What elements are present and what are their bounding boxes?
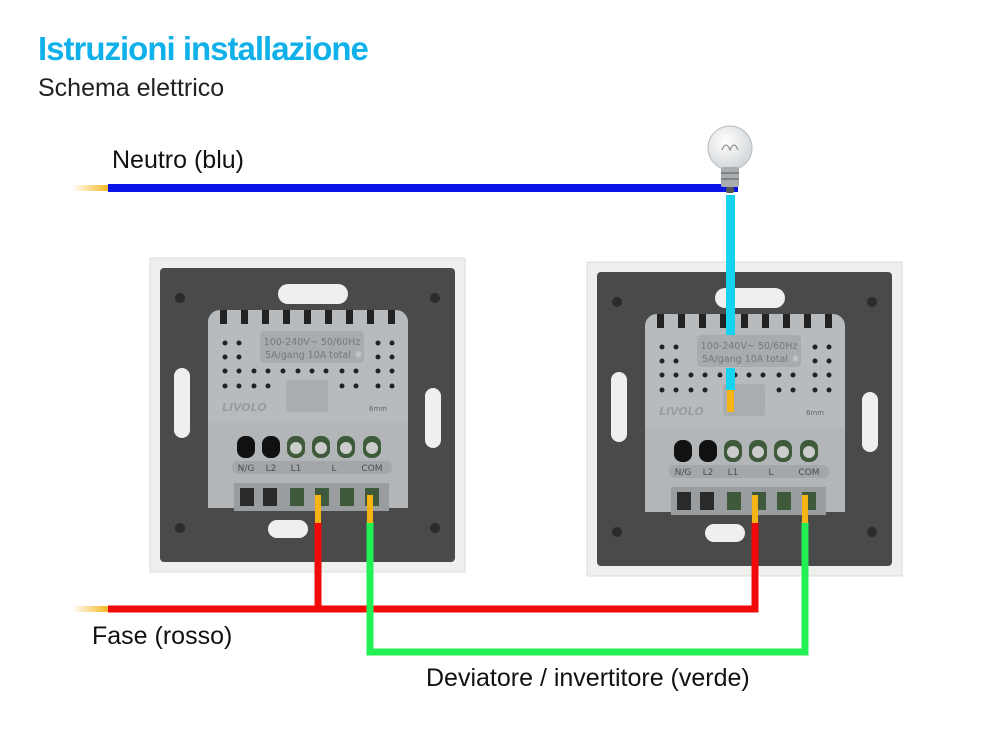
lamp-wire (726, 195, 735, 335)
light-bulb-icon (707, 125, 753, 193)
terminal-com: COM (798, 468, 819, 478)
sun-icon: ☼ (791, 354, 800, 365)
spec-line-1: 100-240V~ 50/60Hz (264, 337, 361, 348)
spec-line-2: 5A/gang 10A total (265, 350, 351, 361)
sun-icon: ☼ (354, 350, 363, 361)
phase-wire-tip (72, 606, 110, 612)
terminal-l: L (768, 468, 773, 478)
traveler-wire-label: Deviatore / invertitore (verde) (426, 664, 750, 692)
terminal-l: L (331, 464, 336, 474)
page-title: Istruzioni installazione (38, 30, 369, 67)
switch-left: 100-240V~ 50/60Hz 5A/gang 10A total ☼ LI… (149, 257, 466, 573)
terminal-ng: N/G (238, 464, 255, 474)
page-subtitle: Schema elettrico (38, 74, 225, 102)
neutral-wire (108, 184, 738, 192)
terminal-l1: L1 (291, 464, 302, 474)
wire-tips (315, 495, 808, 523)
neutral-wire-label: Neutro (blu) (112, 146, 244, 174)
strip-length: 6mm (806, 409, 824, 417)
phase-wire-label: Fase (rosso) (92, 622, 233, 650)
spec-line-1: 100-240V~ 50/60Hz (701, 341, 798, 352)
terminal-ng: N/G (675, 468, 692, 478)
terminal-com: COM (361, 464, 382, 474)
traveler-wire (366, 522, 809, 656)
brand-logo: LIVOLO (222, 401, 267, 414)
terminal-l2: L2 (266, 464, 277, 474)
switch-right: 100-240V~ 50/60Hz 5A/gang 10A total ☼ LI… (586, 261, 903, 577)
lamp-wire-tip (727, 390, 734, 412)
spec-line-2: 5A/gang 10A total (702, 354, 788, 365)
phase-wire (108, 522, 759, 613)
strip-length: 6mm (369, 405, 387, 413)
lamp-wire-lower (726, 368, 735, 390)
terminal-l2: L2 (703, 468, 714, 478)
brand-logo: LIVOLO (659, 405, 704, 418)
neutral-wire-tip (72, 185, 110, 191)
terminal-l1: L1 (728, 468, 739, 478)
